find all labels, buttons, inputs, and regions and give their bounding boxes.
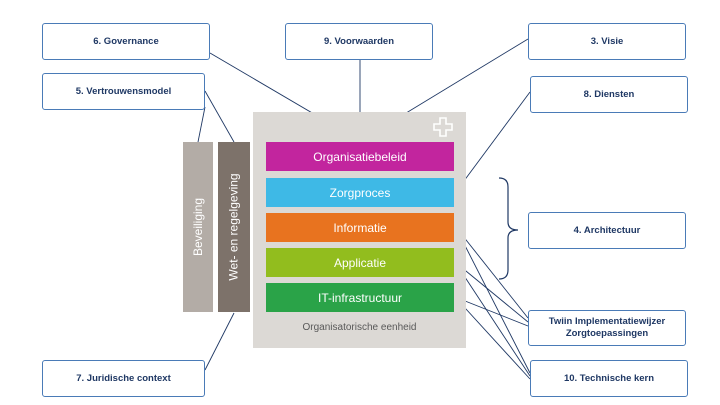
callout-governance: 6. Governance — [42, 23, 210, 60]
side-bar-label: Wet- en regelgeving — [227, 173, 241, 281]
callout-juridisch: 7. Juridische context — [42, 360, 205, 397]
line-vertrouwensmodel-b — [204, 90, 235, 143]
layer-zorgproces: Zorgproces — [266, 178, 454, 207]
layer-label: Applicatie — [333, 255, 387, 270]
line-technisch-a — [454, 225, 531, 374]
layer-it-infrastructuur: IT-infrastructuur — [266, 283, 454, 312]
side-bar-label: Beveiliging — [191, 197, 206, 257]
layer-label: IT-infrastructuur — [317, 290, 403, 305]
line-twiin-c — [454, 296, 529, 327]
layer-label: Informatie — [333, 220, 387, 235]
plus-outline-icon — [433, 117, 453, 137]
callout-twiin: Twiin Implementatiewijzer Zorgtoepassing… — [528, 310, 686, 346]
callout-vertrouwensmodel: 5. Vertrouwensmodel — [42, 73, 205, 110]
side-bar-beveiliging: Beveiliging — [183, 142, 213, 312]
callout-technisch: 10. Technische kern — [530, 360, 688, 397]
callout-twiin-line1: Twiin Implementatiewijzer — [548, 316, 666, 327]
callout-visie: 3. Visie — [528, 23, 686, 60]
layer-organisatiebeleid: Organisatiebeleid — [266, 142, 454, 171]
curly-brace-icon — [498, 177, 519, 280]
panel-label: Organisatorische eenheid — [302, 322, 417, 333]
line-vertrouwensmodel-a — [197, 106, 206, 143]
callout-architectuur: 4. Architectuur — [528, 212, 686, 249]
layer-label: Organisatiebeleid — [313, 149, 407, 164]
callout-twiin-line2: Zorgtoepassingen — [565, 328, 649, 339]
callout-voorwaarden: 9. Voorwaarden — [285, 23, 433, 60]
line-diensten — [454, 91, 531, 194]
callout-diensten: 8. Diensten — [530, 76, 688, 113]
layer-label: Zorgproces — [329, 185, 391, 200]
line-twiin-a — [454, 225, 529, 319]
line-juridisch — [204, 312, 235, 371]
line-technisch-c — [454, 296, 531, 380]
side-bar-wet-en-regelgeving: Wet- en regelgeving — [218, 142, 250, 312]
line-technisch-b — [454, 261, 531, 377]
layer-informatie: Informatie — [266, 213, 454, 242]
layer-applicatie: Applicatie — [266, 248, 454, 277]
line-twiin-b — [454, 261, 529, 323]
